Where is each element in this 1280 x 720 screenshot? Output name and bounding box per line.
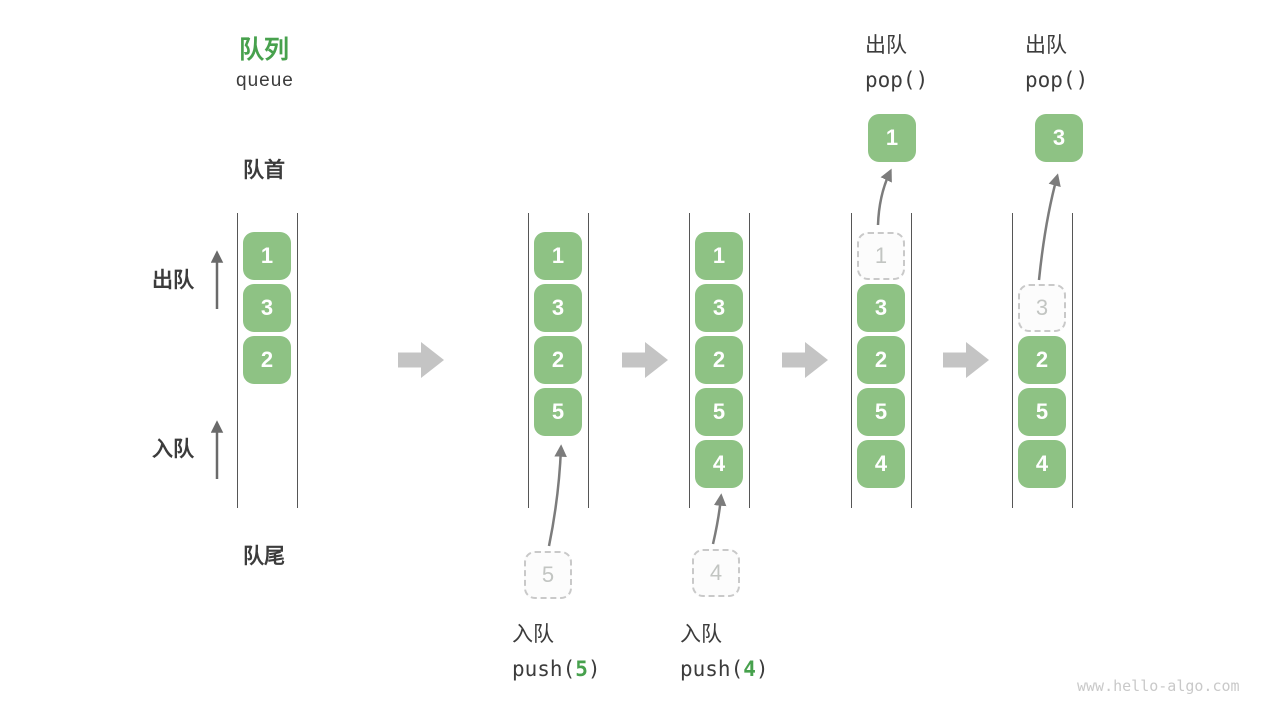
queue-front-label: 队首 [243, 159, 285, 182]
queue-element-4: 4 [857, 440, 905, 488]
push5-close-text: ) [587, 657, 601, 681]
queue-element-ghost-3: 3 [1018, 284, 1066, 332]
queue-element-2: 2 [243, 336, 291, 384]
queue-element-2: 2 [857, 336, 905, 384]
diagram-title-en: queue [236, 70, 294, 91]
queue-element-3: 3 [695, 284, 743, 332]
flow-arrow-icon-4 [943, 342, 989, 378]
queue-element-2: 2 [1018, 336, 1066, 384]
queue-element-4: 4 [1018, 440, 1066, 488]
enqueue-side-label: 入队 [152, 438, 194, 461]
queue-element-1: 1 [243, 232, 291, 280]
popped-element-1: 1 [868, 114, 916, 162]
queue-element-2: 2 [534, 336, 582, 384]
queue-element-5: 5 [534, 388, 582, 436]
push-annotation-4: 入队 push(4) [680, 618, 769, 681]
incoming-element-ghost-4: 4 [692, 549, 740, 597]
push-annotation-4-label: 入队 [680, 623, 722, 646]
push-annotation-5-code: push(5) [512, 657, 601, 681]
queue-element-1: 1 [534, 232, 582, 280]
queue-element-2: 2 [695, 336, 743, 384]
queue-rear-label: 队尾 [243, 545, 285, 568]
push-annotation-4-code: push(4) [680, 657, 769, 681]
queue-element-4: 4 [695, 440, 743, 488]
queue-element-3: 3 [534, 284, 582, 332]
push-annotation-5: 入队 push(5) [512, 618, 601, 681]
push5-arg-text: 5 [575, 657, 588, 681]
push-annotation-5-label: 入队 [512, 623, 554, 646]
dequeue-side-label: 出队 [152, 269, 194, 292]
push4-fn-text: push( [680, 657, 744, 681]
pop-annotation-1-label: 出队 [865, 34, 907, 57]
watermark-url: www.hello-algo.com [1077, 677, 1240, 695]
queue-element-5: 5 [1018, 388, 1066, 436]
queue-element-1: 1 [695, 232, 743, 280]
push5-fn-text: push( [512, 657, 576, 681]
push4-arg-text: 4 [743, 657, 756, 681]
pop-annotation-2-code: pop() [1025, 68, 1089, 92]
popped-element-3: 3 [1035, 114, 1083, 162]
pop-annotation-1: 出队 pop() [865, 29, 928, 92]
diagram-title-zh: 队列 [239, 36, 290, 64]
queue-element-ghost-1: 1 [857, 232, 905, 280]
queue-element-5: 5 [695, 388, 743, 436]
pop-annotation-1-code: pop() [865, 68, 929, 92]
flow-arrow-icon-1 [398, 342, 444, 378]
queue-element-3: 3 [857, 284, 905, 332]
pop-annotation-2-label: 出队 [1025, 34, 1067, 57]
pop-annotation-2: 出队 pop() [1025, 29, 1088, 92]
flow-arrow-icon-2 [622, 342, 668, 378]
push4-close-text: ) [755, 657, 769, 681]
queue-element-3: 3 [243, 284, 291, 332]
incoming-element-ghost-5: 5 [524, 551, 572, 599]
queue-element-5: 5 [857, 388, 905, 436]
flow-arrow-icon-3 [782, 342, 828, 378]
